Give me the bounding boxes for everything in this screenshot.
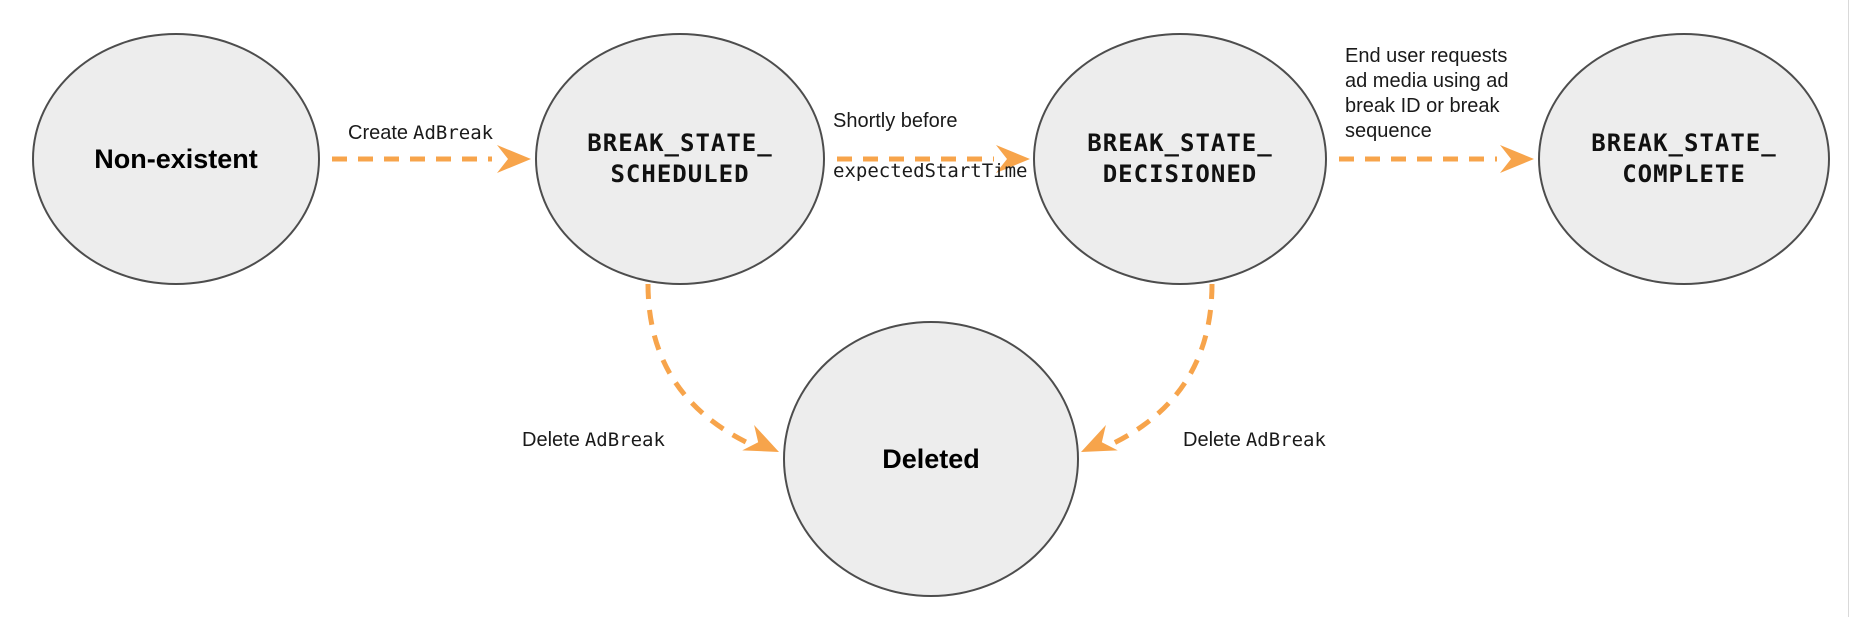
state-node-non-existent: Non-existent [32,33,320,285]
arrow-delete-right-line [1110,283,1215,447]
state-node-label: Non-existent [94,143,258,174]
edge-label-code: expectedStartTime [833,160,1028,182]
edge-label-end-user-request: End user requests ad media using ad brea… [1345,45,1509,142]
edge-label-shortly-before: Shortly before expectedStartTime [833,84,1027,184]
arrowhead-delete-left [742,424,779,452]
page-right-border-line [1848,0,1849,617]
edge-label-code: AdBreak [584,429,665,451]
state-node-label: BREAK_STATE_ SCHEDULED [587,129,773,188]
state-node-break-state-scheduled: BREAK_STATE_ SCHEDULED [535,33,825,285]
edge-label-text: Shortly before [833,110,958,132]
arrowhead-shortly-before [996,145,1030,173]
state-node-label: BREAK_STATE_ DECISIONED [1087,129,1273,188]
arrow-delete-left-line [645,283,752,447]
edge-label-text: Delete [1183,429,1241,451]
state-node-label: BREAK_STATE_ COMPLETE [1591,129,1777,188]
edge-label-code: AdBreak [1245,429,1326,451]
state-node-label: Deleted [882,443,980,474]
edge-label-code: AdBreak [413,122,494,144]
edge-label-text: Create [348,122,409,144]
arrowhead-create-adbreak [497,145,531,173]
state-node-deleted: Deleted [783,321,1079,597]
arrowhead-delete-right [1081,424,1118,452]
state-node-break-state-complete: BREAK_STATE_ COMPLETE [1538,33,1830,285]
edge-label-text: Delete [522,429,580,451]
arrowhead-end-user-request [1500,145,1534,173]
state-node-break-state-decisioned: BREAK_STATE_ DECISIONED [1033,33,1327,285]
